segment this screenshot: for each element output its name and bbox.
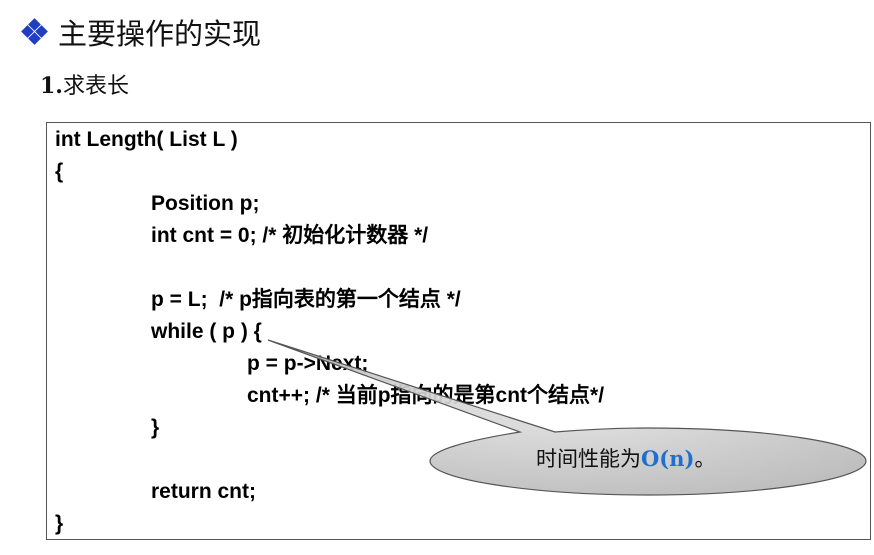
section-number: 1. [40, 73, 63, 99]
complexity-value: O(n) [641, 446, 695, 471]
callout-prefix: 时间性能为 [536, 447, 641, 471]
code-line: int cnt = 0; /* 初始化计数器 */ [151, 224, 429, 247]
page-heading: 主要操作的实现 [21, 10, 262, 54]
section-label: 求表长 [62, 74, 129, 99]
code-line: while ( p ) { [151, 320, 262, 343]
code-line: } [55, 512, 64, 535]
code-line: { [55, 160, 64, 183]
code-line: return cnt; [151, 480, 256, 503]
code-line: Position p; [151, 192, 260, 215]
section-heading: 1.求表长 [40, 68, 129, 100]
callout-shape [267, 339, 867, 496]
callout-suffix: 。 [694, 447, 716, 471]
code-line: int Length( List L ) [55, 128, 238, 151]
code-line: p = L; /* p指向表的第一个结点 */ [151, 288, 461, 311]
page-title: 主要操作的实现 [58, 17, 262, 51]
code-line: } [151, 416, 160, 439]
callout-text: 时间性能为O(n)。 [536, 443, 715, 473]
